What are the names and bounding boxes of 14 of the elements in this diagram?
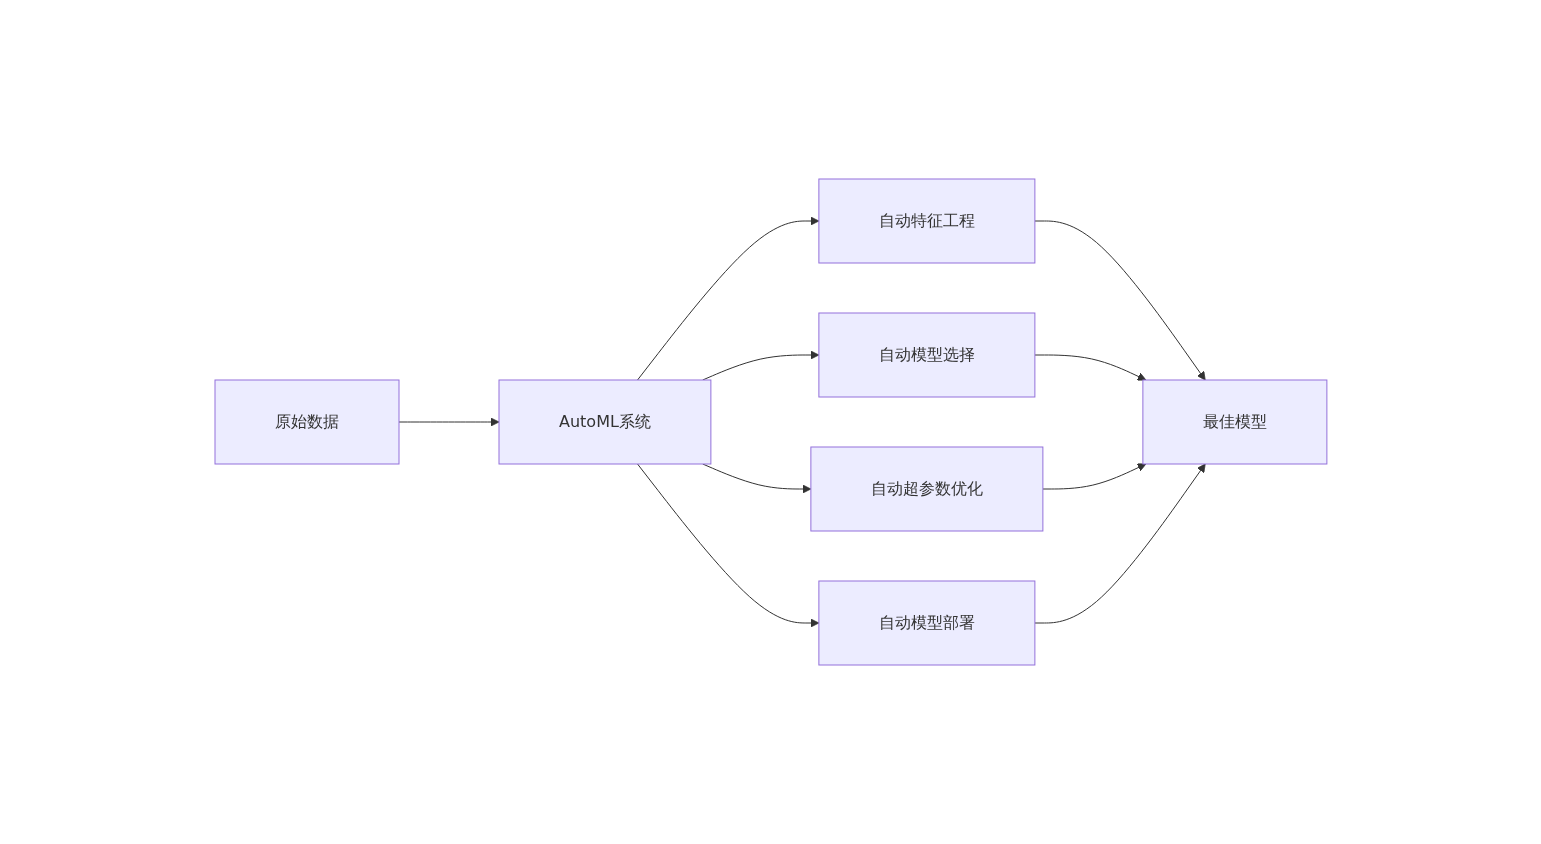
node-box: 自动特征工程 xyxy=(817,178,1035,264)
node-box: 自动模型选择 xyxy=(817,312,1035,398)
arrow xyxy=(1033,463,1206,624)
node-box: AutoML系统 xyxy=(498,379,711,465)
arrow xyxy=(636,463,819,628)
arrow xyxy=(398,417,499,427)
arrow xyxy=(1033,220,1206,381)
node-box: 原始数据 xyxy=(214,379,400,465)
arrow xyxy=(1033,354,1146,381)
node-box: 最佳模型 xyxy=(1141,379,1327,465)
arrow xyxy=(636,216,819,381)
node-box: 自动超参数优化 xyxy=(809,446,1043,532)
arrow xyxy=(1041,463,1146,490)
node-box: 自动模型部署 xyxy=(817,580,1035,666)
